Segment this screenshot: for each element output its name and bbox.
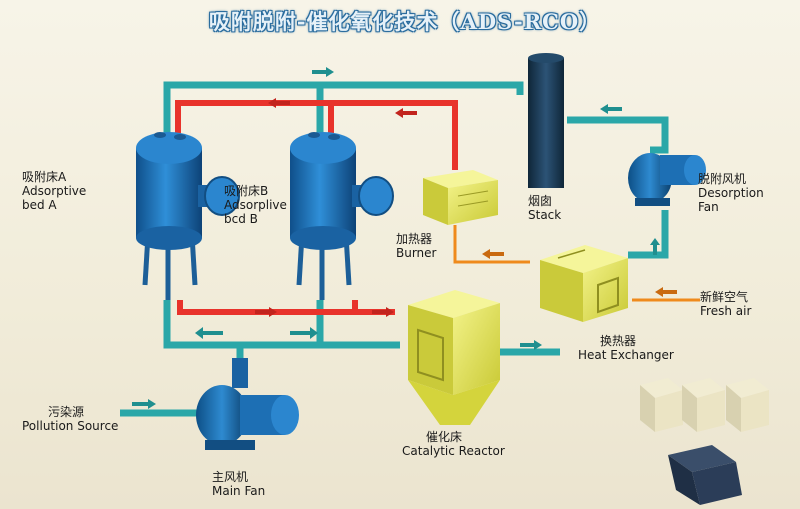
- warm-pipes: [453, 225, 700, 302]
- arrow-red-left-2: [395, 108, 417, 118]
- label-desorption-fan-en2: Fan: [698, 200, 719, 214]
- label-pollution-source-cn: 污染源: [48, 405, 85, 419]
- label-bed-a-en1: Adsorptive: [22, 184, 87, 198]
- lower-header-pipe: [163, 300, 400, 349]
- label-heat-exchanger: 换热器 Heat Exchanger: [578, 334, 674, 362]
- hot-top-header: [175, 100, 458, 170]
- label-stack-en: Stack: [528, 208, 562, 222]
- arrow-burner-return: [482, 249, 504, 259]
- arrow-red-right-2: [372, 307, 394, 317]
- burner-return-pipe: [453, 225, 530, 264]
- heat-exchanger: [540, 245, 628, 322]
- arrow-to-stack: [600, 104, 622, 114]
- desorption-fan-to-stack-pipe: [567, 116, 669, 154]
- arrow-fresh-air: [655, 287, 677, 297]
- arrow-up-desorption: [650, 238, 660, 255]
- label-burner: 加热器 Burner: [396, 232, 436, 260]
- catalytic-reactor: [408, 290, 500, 425]
- adsorptive-bed-a: [136, 132, 240, 300]
- burner-box: [423, 170, 498, 225]
- label-bed-b: 吸附床B Adsorplive bcd B: [224, 184, 287, 226]
- label-bed-a-en2: bed A: [22, 198, 57, 212]
- arrow-top-right: [312, 67, 334, 77]
- label-heat-exchanger-cn: 换热器: [600, 334, 637, 348]
- label-main-fan-en: Main Fan: [212, 484, 266, 498]
- flow-arrows: [132, 67, 677, 409]
- catalyst-blocks: [640, 378, 769, 505]
- label-fresh-air: 新鲜空气 Fresh air: [700, 290, 751, 318]
- arrow-pollution: [132, 399, 156, 409]
- label-catalytic-reactor-en: Catalytic Reactor: [402, 444, 505, 458]
- label-fresh-air-en: Fresh air: [700, 304, 752, 318]
- hot-bottom-pipe: [177, 300, 395, 315]
- diagram-title: 吸附脱附-催化氧化技术（ADS-RCO）: [208, 9, 602, 34]
- arrow-red-left-1: [268, 98, 290, 108]
- label-fresh-air-cn: 新鲜空气: [700, 290, 749, 304]
- label-pollution-source: 污染源 Pollution Source: [22, 405, 118, 433]
- label-stack: 烟囱 Stack: [528, 194, 561, 222]
- label-burner-cn: 加热器: [396, 232, 433, 246]
- clean-air-pipes: [120, 81, 669, 417]
- desorption-fan: [628, 153, 706, 206]
- label-stack-cn: 烟囱: [528, 194, 553, 208]
- stack-chimney: [528, 53, 564, 188]
- arrow-teal-right-lower: [290, 327, 318, 339]
- top-header-pipe: [163, 81, 524, 140]
- label-heat-exchanger-en: Heat Exchanger: [578, 348, 674, 362]
- arrow-teal-left-lower: [195, 327, 223, 339]
- label-catalytic-reactor-cn: 催化床: [426, 430, 463, 444]
- hx-to-desorption-fan-pipe: [628, 210, 669, 259]
- label-main-fan: 主风机 Main Fan: [212, 470, 265, 498]
- label-bed-b-en2: bcd B: [224, 212, 258, 226]
- arrow-red-right-1: [255, 307, 277, 317]
- adsorptive-bed-b: [290, 132, 394, 300]
- label-desorption-fan-en1: Desorption: [698, 186, 764, 200]
- label-bed-a-cn: 吸附床A: [22, 170, 67, 184]
- label-bed-b-cn: 吸附床B: [224, 184, 269, 198]
- label-desorption-fan-cn: 脱附风机: [698, 172, 747, 186]
- label-bed-a: 吸附床A Adsorptive bed A: [22, 170, 86, 212]
- arrow-reactor-out: [520, 340, 542, 350]
- main-fan: [196, 358, 299, 450]
- label-burner-en: Burner: [396, 246, 437, 260]
- label-bed-b-en1: Adsorplive: [224, 198, 287, 212]
- label-pollution-source-en: Pollution Source: [22, 419, 119, 433]
- label-catalytic-reactor: 催化床 Catalytic Reactor: [402, 430, 505, 458]
- label-main-fan-cn: 主风机: [212, 470, 249, 484]
- label-desorption-fan: 脱附风机 Desorption Fan: [698, 172, 764, 214]
